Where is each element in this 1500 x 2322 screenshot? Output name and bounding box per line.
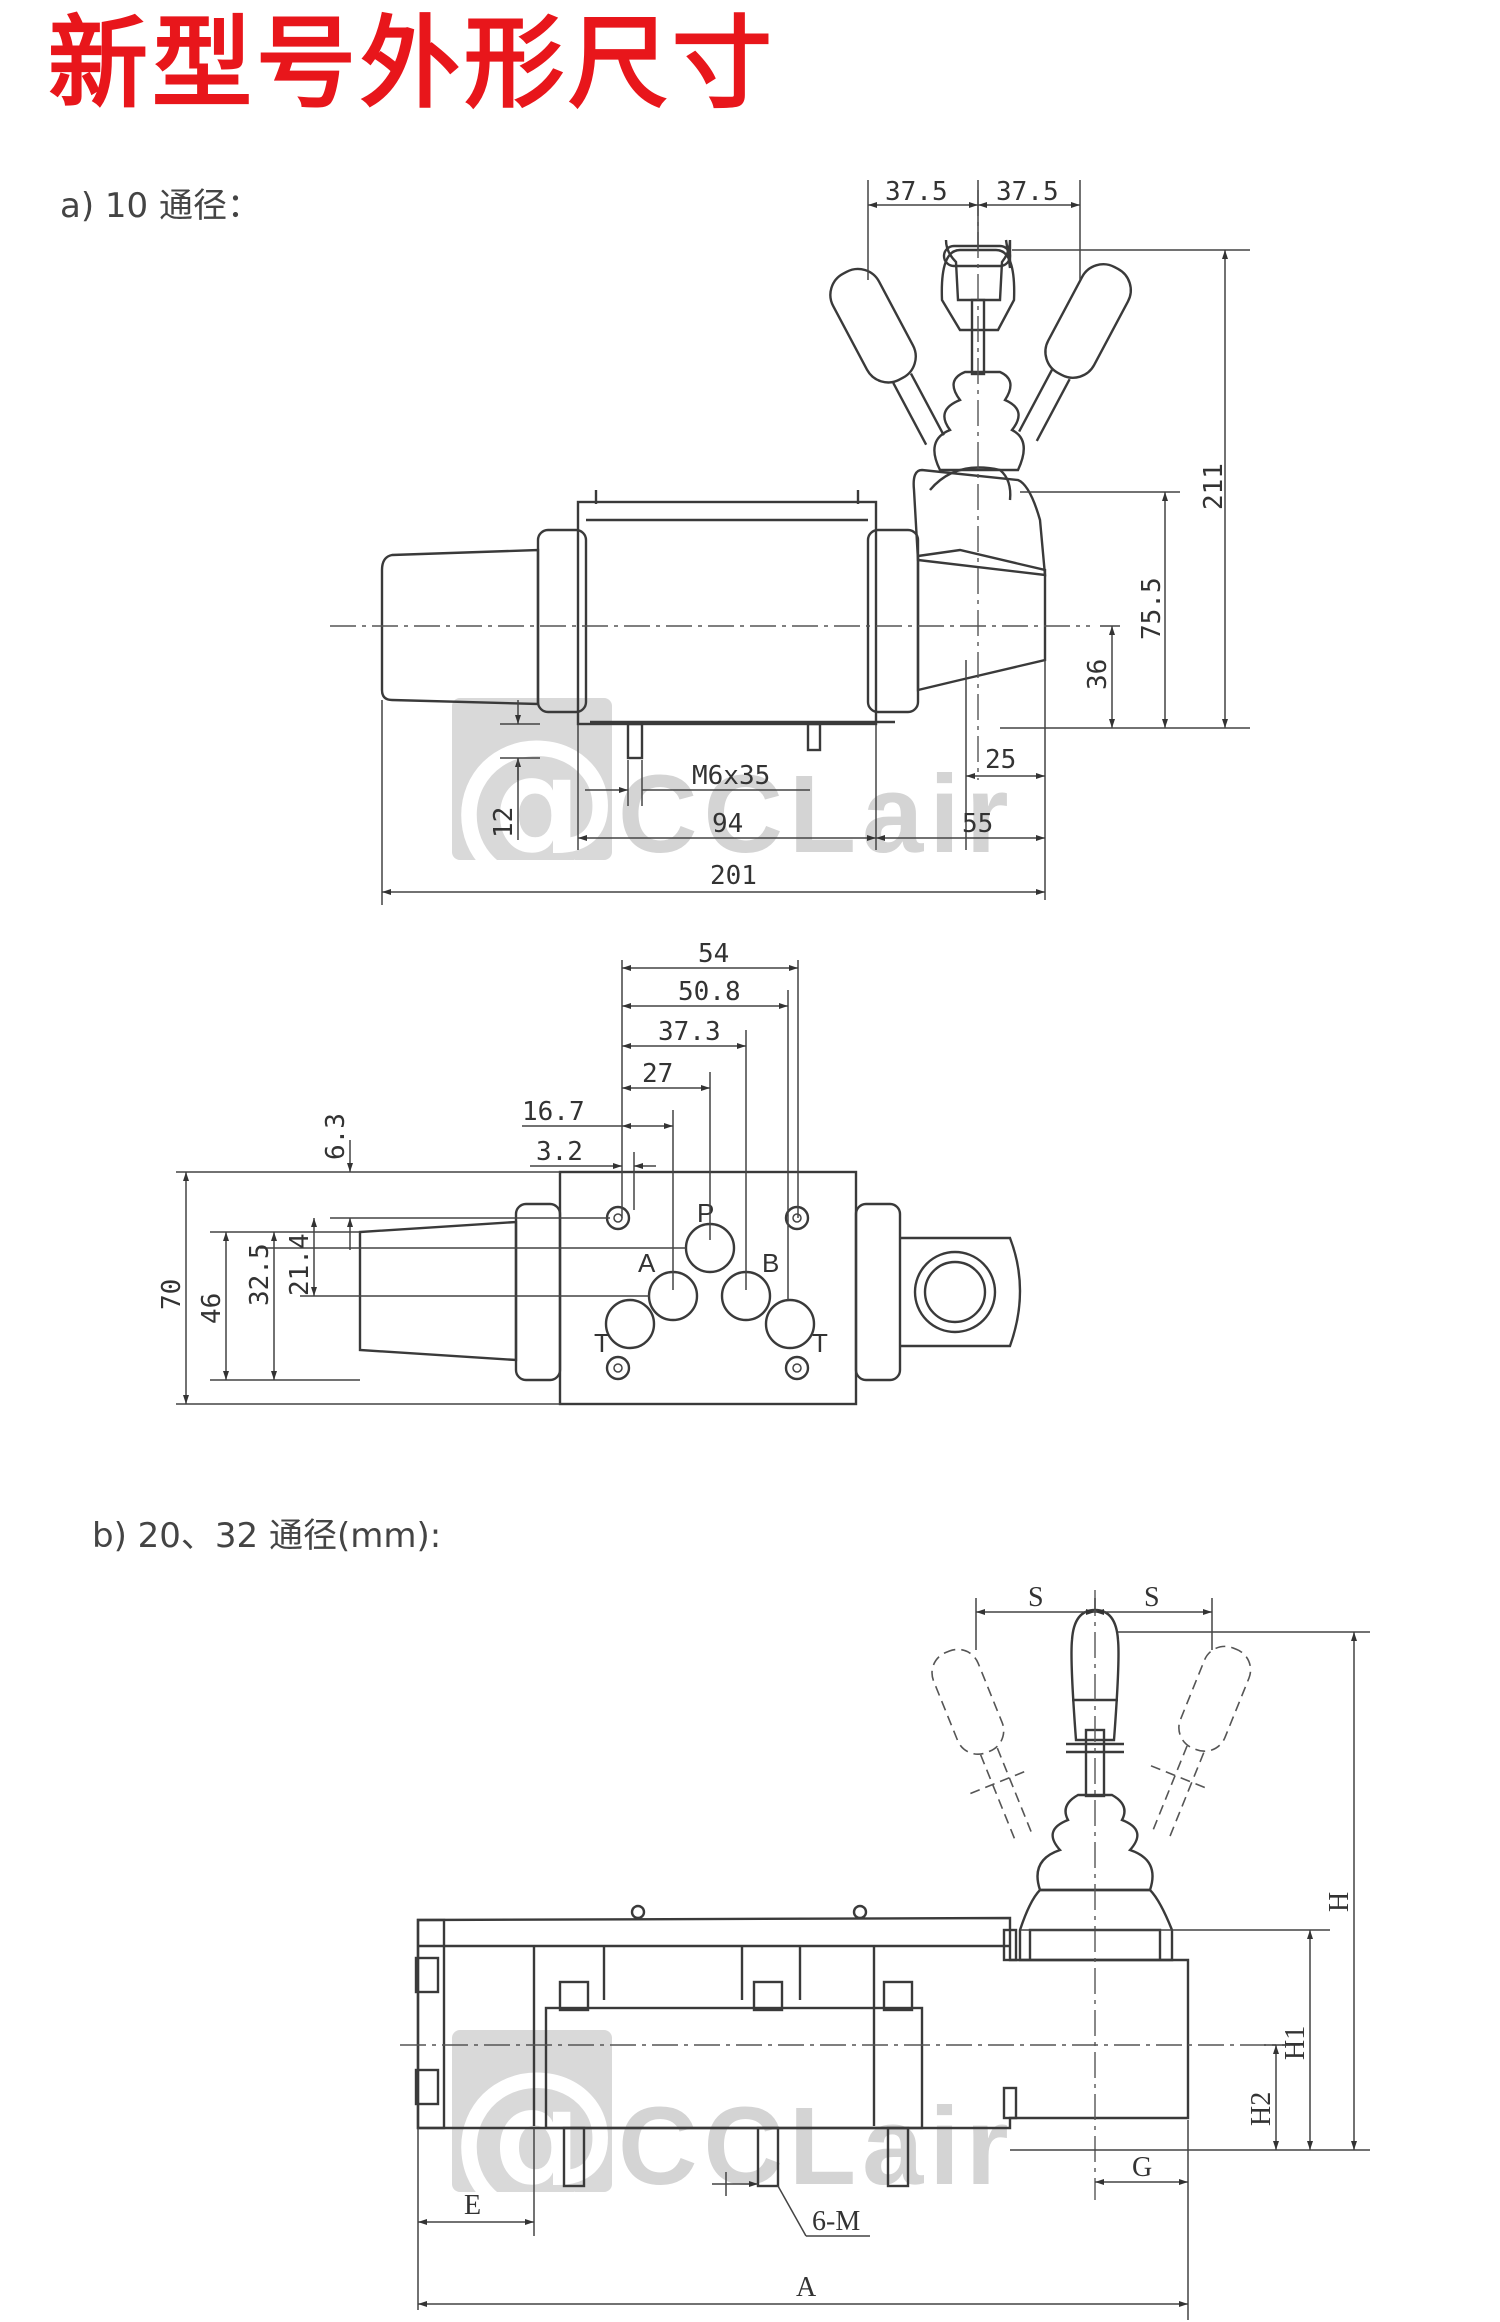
dim-54: 54 [698, 939, 729, 969]
dim-75-5: 75.5 [1137, 577, 1167, 640]
valve-plan-view-a: P A B T T [358, 1170, 1022, 1406]
port-t-right-label: T [812, 1328, 828, 1358]
dim-55: 55 [962, 809, 993, 839]
dim-27: 27 [642, 1059, 673, 1089]
svg-text:@: @ [450, 703, 620, 901]
watermark-a: @ CCLair [450, 698, 1015, 901]
port-t-left-label: T [594, 1328, 610, 1358]
dim-h1: H1 [1280, 2026, 1311, 2060]
dim-12: 12 [489, 807, 519, 838]
dim-46: 46 [197, 1293, 227, 1324]
dim-94: 94 [712, 809, 743, 839]
port-b-label: B [762, 1248, 779, 1278]
valve-side-view-b [400, 1590, 1300, 2200]
dim-s-left: S [1028, 1582, 1044, 1613]
dim-6-3: 6.3 [321, 1113, 351, 1160]
dim-h2: H2 [1246, 2092, 1277, 2126]
valve-side-view-a [330, 190, 1132, 780]
dim-h: H [1324, 1892, 1355, 1912]
dim-32-5: 32.5 [245, 1243, 275, 1306]
dim-37-5-right: 37.5 [996, 177, 1059, 207]
dim-m6x35: M6x35 [692, 761, 770, 791]
dimensions-a-plan: 54 50.8 37.3 27 16.7 3.2 6.3 21.4 [157, 939, 799, 1405]
dimensions-b: S S H H1 H2 G E A 6-M [417, 1582, 1370, 2320]
dim-37-3: 37.3 [658, 1017, 721, 1047]
watermark-b: @ CCLair [450, 2030, 1015, 2233]
watermark-text-b: CCLair [618, 2085, 1015, 2208]
port-a-label: A [638, 1248, 656, 1278]
watermark-text-a: CCLair [618, 753, 1015, 876]
dimensions-a-side: 37.5 37.5 211 75.5 36 25 M6x35 12 [381, 177, 1250, 905]
page-title: 新型号外形尺寸 [48, 5, 776, 122]
dim-s-right: S [1144, 1582, 1160, 1613]
dim-25: 25 [985, 745, 1016, 775]
dim-3-2: 3.2 [536, 1137, 583, 1167]
dim-g: G [1132, 2152, 1152, 2183]
dim-50-8: 50.8 [678, 977, 741, 1007]
dim-21-4: 21.4 [285, 1233, 315, 1296]
port-p-label: P [697, 1198, 714, 1228]
dim-16-7: 16.7 [522, 1097, 585, 1127]
section-b-label: b) 20、32 通径(mm): [92, 1516, 442, 1556]
dim-201: 201 [710, 861, 757, 891]
dim-e: E [464, 2190, 481, 2221]
dim-36: 36 [1083, 659, 1113, 690]
dim-70: 70 [157, 1279, 187, 1310]
section-a-label: a) 10 通径： [60, 186, 261, 226]
dim-a: A [796, 2272, 817, 2303]
dim-211: 211 [1199, 463, 1229, 510]
dim-6-m: 6-M [812, 2206, 860, 2237]
dim-37-5-left: 37.5 [885, 177, 948, 207]
